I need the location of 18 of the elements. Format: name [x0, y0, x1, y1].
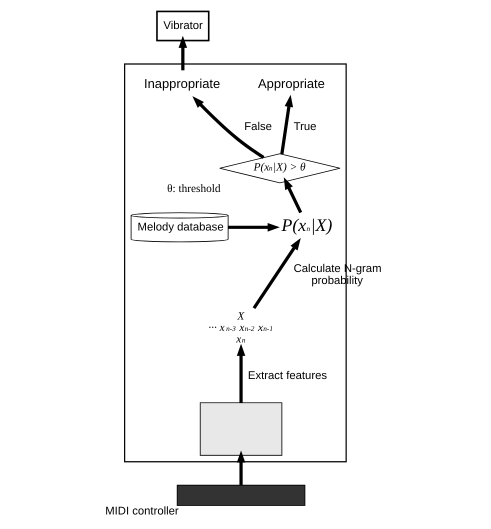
node-label: MIDI controller	[105, 505, 179, 518]
arrow	[236, 344, 246, 403]
node-label: θ: threshold	[167, 182, 221, 195]
arrow	[236, 450, 246, 485]
node-box	[176, 484, 306, 506]
arrow	[178, 36, 188, 70]
node-box	[200, 402, 282, 456]
arrow	[252, 238, 301, 310]
arrow	[228, 223, 280, 232]
edge-label: Extract features	[248, 370, 328, 382]
edge-label: True	[294, 121, 316, 134]
node-text: Appropriate	[258, 76, 325, 92]
node-text: Inappropriate	[144, 76, 220, 92]
node-box: Vibrator	[156, 10, 210, 42]
arrow	[192, 96, 264, 159]
edge-label: False	[244, 121, 272, 134]
arrow	[280, 94, 294, 154]
arrow	[284, 177, 302, 214]
